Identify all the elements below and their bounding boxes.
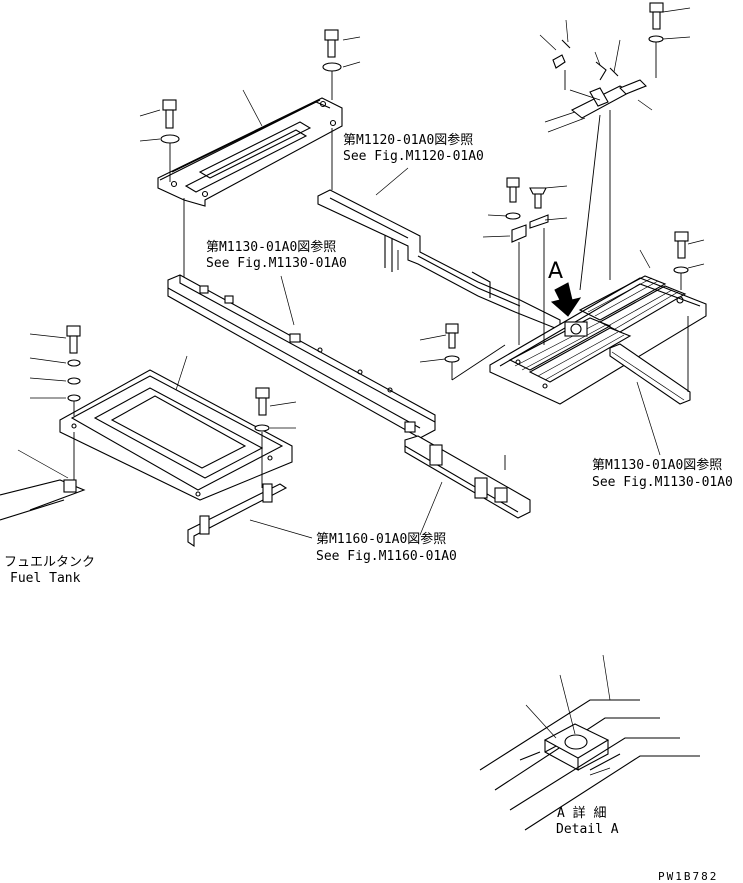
fuel-tank-stub	[0, 432, 86, 521]
ref-m1160-en: See Fig.M1160-01A0	[316, 549, 457, 564]
upper-cover-plate	[157, 97, 343, 207]
bracket-m1160	[187, 483, 288, 548]
bolt-washer-set	[66, 325, 270, 488]
side-frame-m1120	[317, 189, 561, 331]
side-bracket-m1130	[609, 343, 691, 405]
ref-m1130-right-en: See Fig.M1130-01A0	[592, 475, 733, 490]
ref-m1130-right-jp: 第M1130-01A0図参照	[592, 457, 722, 473]
grating-step-panel	[489, 275, 707, 405]
ref-m1120-jp: 第M1120-01A0図参照	[343, 132, 473, 148]
view-arrow-a: A	[548, 259, 582, 317]
ref-m1130-left-jp: 第M1130-01A0図参照	[206, 239, 336, 255]
fuel-tank-label-en: Fuel Tank	[10, 571, 81, 586]
drawing-code: PW1B782	[658, 870, 718, 883]
detail-label-jp: A 詳 細	[557, 805, 606, 821]
bolt-washer-set	[160, 29, 342, 182]
ref-m1130-left-en: See Fig.M1130-01A0	[206, 256, 347, 271]
ref-m1160-jp: 第M1160-01A0図参照	[316, 531, 446, 547]
detail-label-en: Detail A	[556, 822, 619, 837]
ref-m1120-en: See Fig.M1120-01A0	[343, 149, 484, 164]
fuel-tank-label-jp: フュエルタンク	[4, 555, 95, 570]
view-marker-label: A	[548, 259, 563, 284]
detail-a-view	[479, 699, 700, 831]
bolt-washer-set	[444, 177, 689, 381]
lock-linkage-assembly	[552, 2, 664, 291]
cross-beam-m1130	[167, 274, 436, 439]
lower-rail-m1160	[404, 435, 531, 519]
